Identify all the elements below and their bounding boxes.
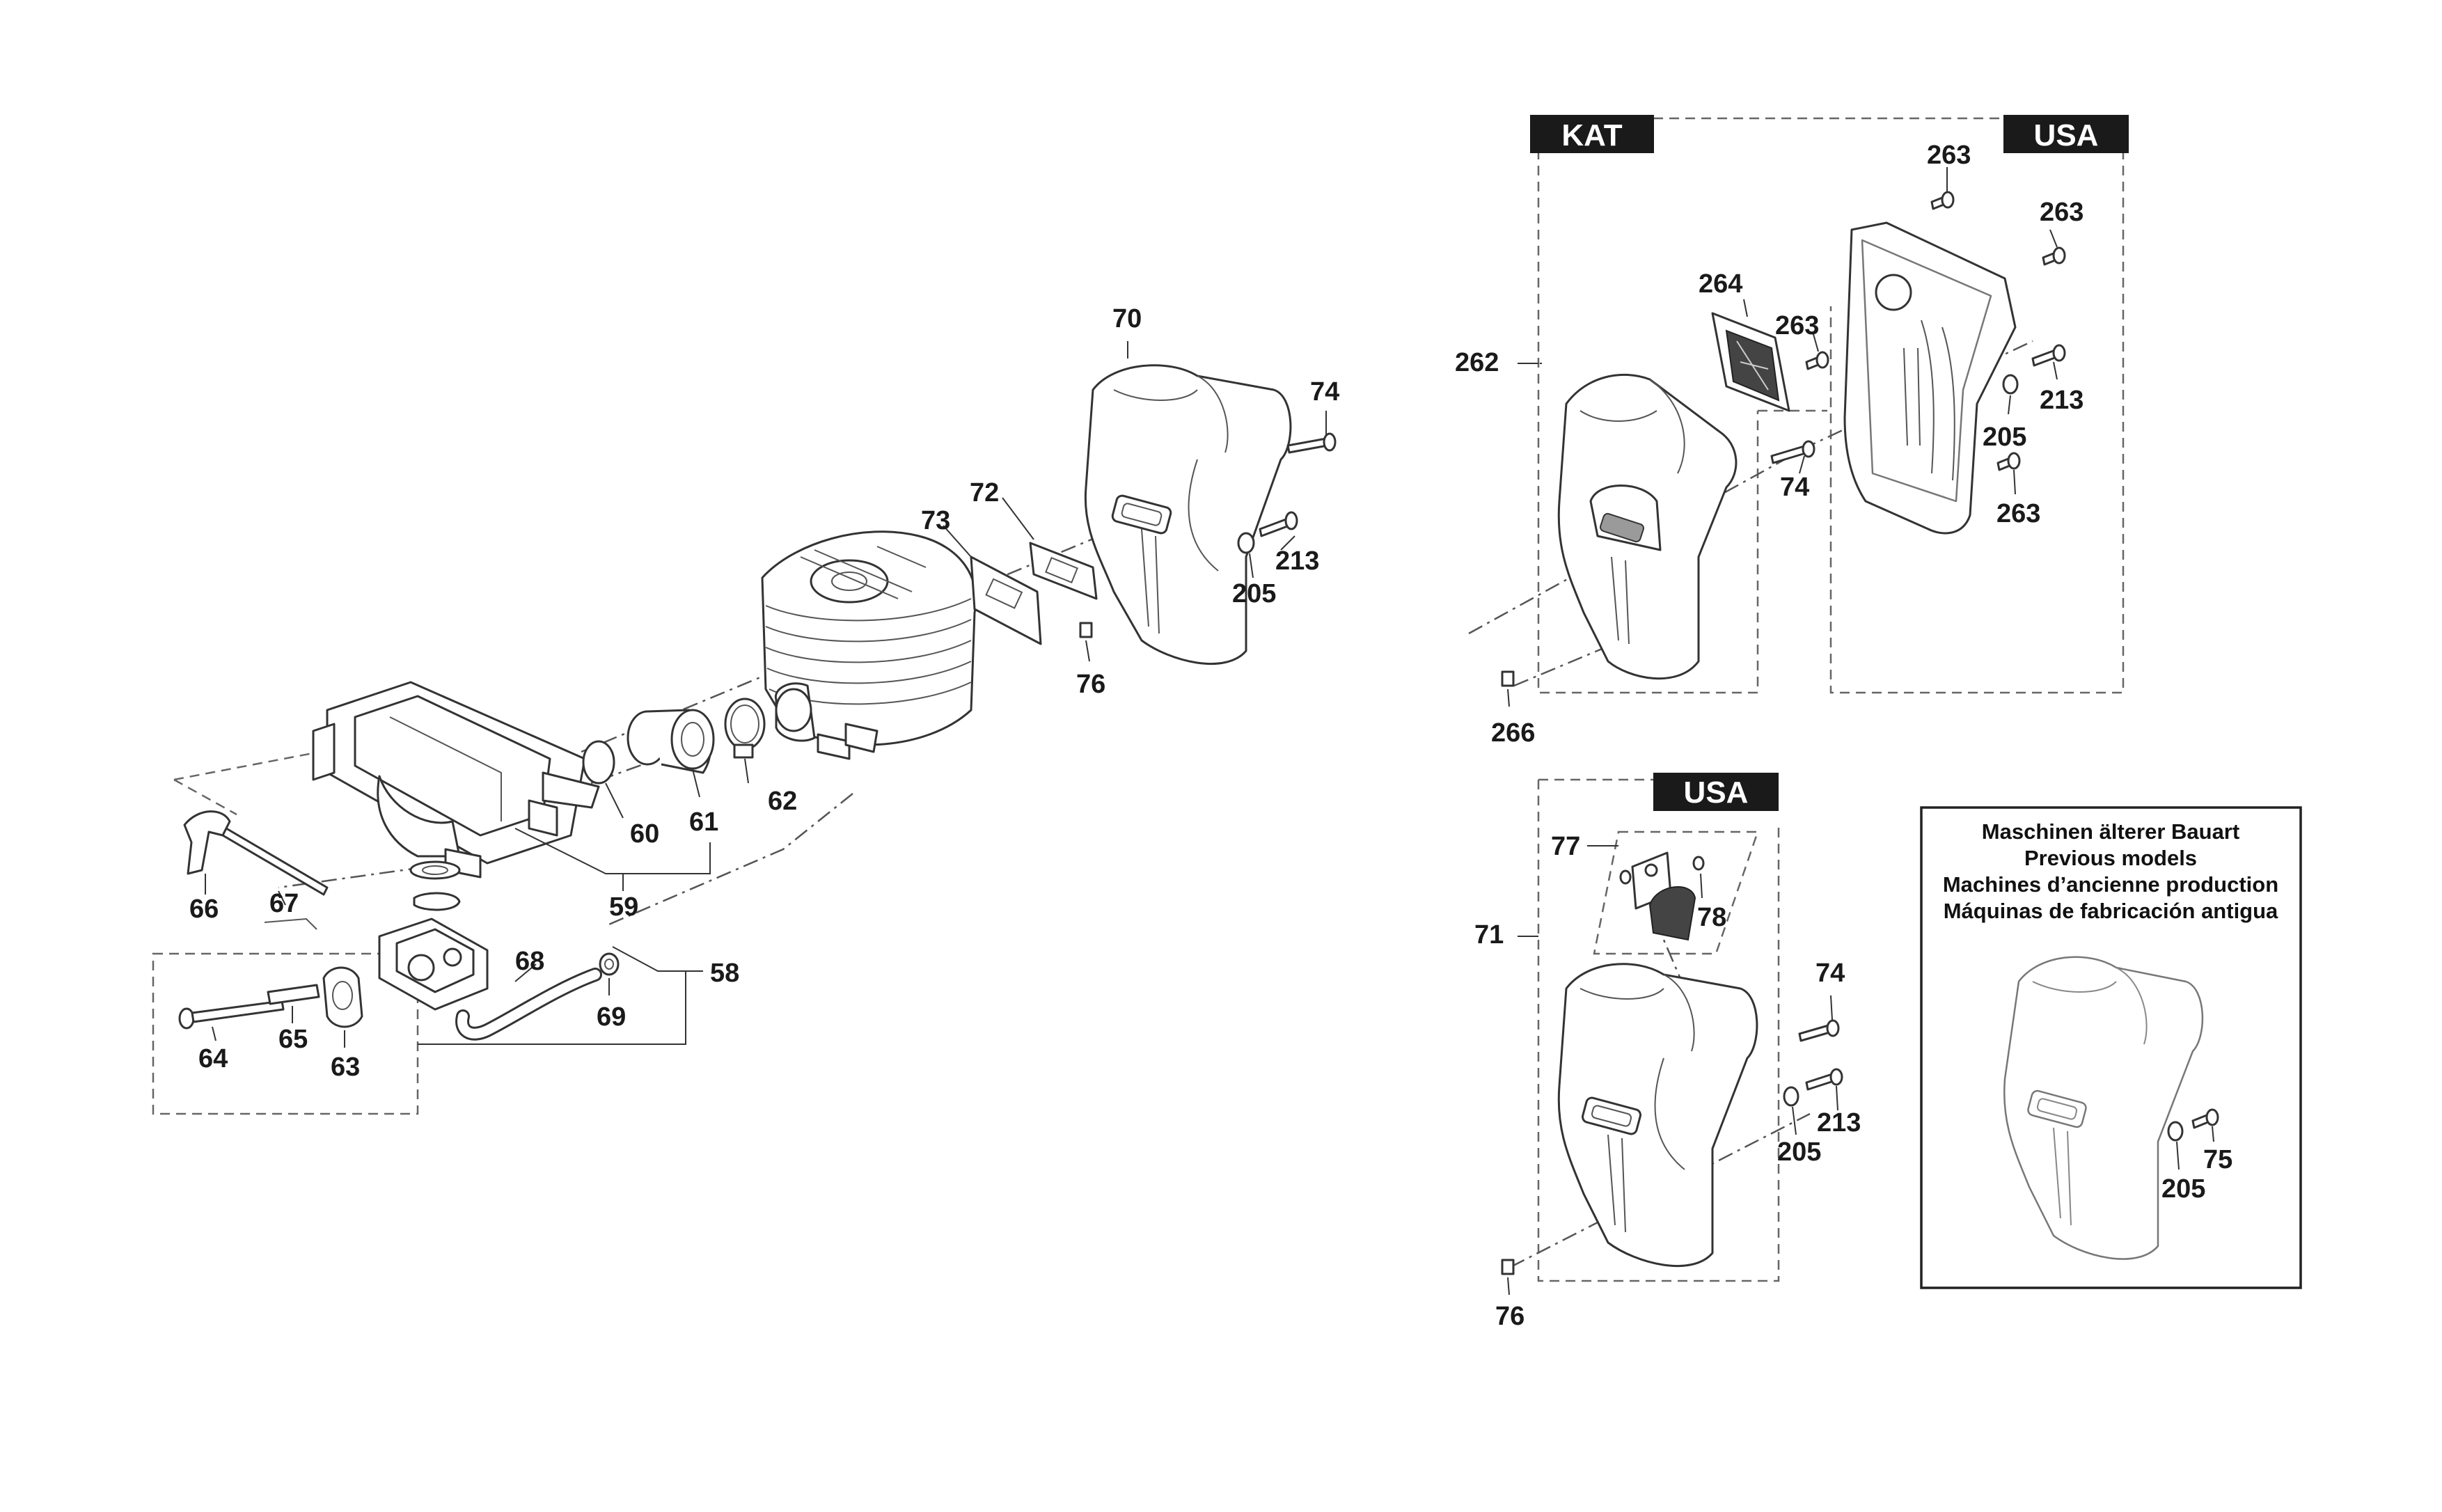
- screw-263-c: [1805, 351, 1829, 370]
- washer-205-bottom: [1783, 1086, 1799, 1107]
- screw-74-top: [1770, 440, 1815, 464]
- muffler-old-model: [2003, 956, 2204, 1260]
- label-74: 74: [1310, 377, 1339, 407]
- label-66: 66: [189, 895, 219, 924]
- label-64: 64: [198, 1044, 228, 1073]
- right-bottom-assembly: USA: [1501, 773, 1843, 1296]
- note-line-en: Previous models: [2024, 846, 2197, 870]
- bolt-64: [178, 1000, 285, 1030]
- heat-shield-usa: [1843, 221, 2017, 535]
- label-61: 61: [689, 808, 718, 837]
- label-266: 266: [1491, 718, 1535, 748]
- label-213-bottom: 213: [1817, 1108, 1861, 1137]
- label-70: 70: [1112, 304, 1142, 333]
- label-78: 78: [1697, 903, 1726, 932]
- label-68: 68: [515, 947, 544, 976]
- right-bottom-labels: 77 78 71 74 213 205 76: [1474, 832, 1861, 1331]
- screw-75-old: [2191, 1108, 2219, 1129]
- muffler-71: [1557, 963, 1758, 1268]
- usa-tag-bottom-label: USA: [1684, 775, 1749, 810]
- usa-group-box: [1829, 150, 2125, 694]
- kat-group-box: [1537, 150, 1759, 694]
- label-74-top: 74: [1780, 473, 1809, 502]
- screw-213-left: [1259, 511, 1298, 537]
- label-77: 77: [1551, 832, 1580, 861]
- label-72: 72: [970, 478, 999, 507]
- note-line-fr: Machines d’ancienne production: [1943, 872, 2278, 897]
- screw-263-a: [1930, 191, 1955, 210]
- nut-76-left: [1079, 622, 1093, 638]
- screw-213-bottom: [1805, 1068, 1843, 1091]
- catalyst-264: [1711, 312, 1790, 412]
- label-63: 63: [331, 1053, 360, 1082]
- sleeve-65: [267, 984, 320, 1005]
- screw-74-left: [1286, 432, 1337, 454]
- older-models-box: Maschinen älterer Bauart Previous models…: [1920, 806, 2302, 1289]
- label-262: 262: [1455, 348, 1499, 377]
- label-67: 67: [269, 889, 299, 918]
- usa-tag-top: [2003, 115, 2129, 153]
- gasket-63: [322, 966, 363, 1028]
- cylinder: [761, 530, 977, 760]
- label-76: 76: [1076, 670, 1105, 699]
- right-top-assembly: KAT USA: [1468, 115, 2129, 707]
- label-205-bottom: 205: [1777, 1137, 1821, 1167]
- screw-263-d: [1996, 452, 2021, 471]
- kat-tag-label: KAT: [1561, 118, 1622, 152]
- label-264: 264: [1699, 269, 1742, 299]
- label-59: 59: [609, 892, 638, 922]
- label-58: 58: [710, 959, 739, 988]
- label-205: 205: [1232, 579, 1276, 608]
- screw-74-bottom: [1798, 1019, 1840, 1042]
- intake-manifold-61: [627, 709, 715, 774]
- group-box-58: [152, 952, 419, 1115]
- label-205-top: 205: [1983, 423, 2026, 452]
- label-73: 73: [921, 506, 950, 535]
- air-filter-housing: [312, 681, 600, 879]
- grommet-69: [599, 952, 620, 976]
- label-76-bottom: 76: [1495, 1302, 1525, 1331]
- label-62: 62: [768, 787, 797, 816]
- label-74-bottom: 74: [1815, 959, 1845, 988]
- screw-213-top: [2031, 344, 2066, 367]
- nut-266: [1501, 670, 1515, 687]
- plate-72: [1029, 542, 1098, 600]
- nut-76-bottom: [1501, 1259, 1515, 1275]
- carburetor: [378, 860, 489, 1011]
- usa-tag-bottom: [1653, 773, 1779, 811]
- note-line-de: Maschinen älterer Bauart: [1982, 819, 2239, 844]
- note-line-es: Máquinas de fabricación antigua: [1944, 899, 2278, 923]
- muffler-70: [1084, 364, 1292, 666]
- right-top-labels: 263 263 264 263 262 213 205 74 263 266: [1455, 141, 2083, 748]
- label-263-a: 263: [1927, 141, 1971, 170]
- label-75: 75: [2203, 1145, 2232, 1174]
- label-205-old: 205: [2161, 1174, 2205, 1204]
- washer-205-left: [1237, 532, 1255, 554]
- kat-tag: [1530, 115, 1654, 153]
- o-ring-60: [582, 740, 615, 785]
- label-60: 60: [630, 819, 659, 849]
- gasket-73: [970, 556, 1042, 645]
- choke-lever: [183, 810, 329, 930]
- label-213: 213: [1275, 546, 1319, 576]
- label-263-b: 263: [2040, 198, 2083, 227]
- washer-205-top: [2002, 374, 2019, 395]
- usa-tag-top-label: USA: [2034, 118, 2099, 152]
- label-213-top: 213: [2040, 386, 2083, 415]
- label-71: 71: [1474, 920, 1504, 950]
- label-65: 65: [278, 1025, 308, 1054]
- label-263-c: 263: [1775, 311, 1819, 340]
- muffler-kat: [1557, 374, 1738, 680]
- screw-263-b: [2042, 246, 2066, 266]
- label-263-d: 263: [1996, 499, 2040, 528]
- label-69: 69: [597, 1002, 626, 1032]
- hose-clamp-62: [724, 698, 766, 759]
- spark-arrestor-77: [1619, 851, 1705, 941]
- washer-205-old: [2167, 1121, 2184, 1142]
- left-part-labels: 70 74 72 73 213 205 76 62 61 60 59 58 66…: [189, 304, 1339, 1082]
- left-assembly: [152, 341, 1337, 1115]
